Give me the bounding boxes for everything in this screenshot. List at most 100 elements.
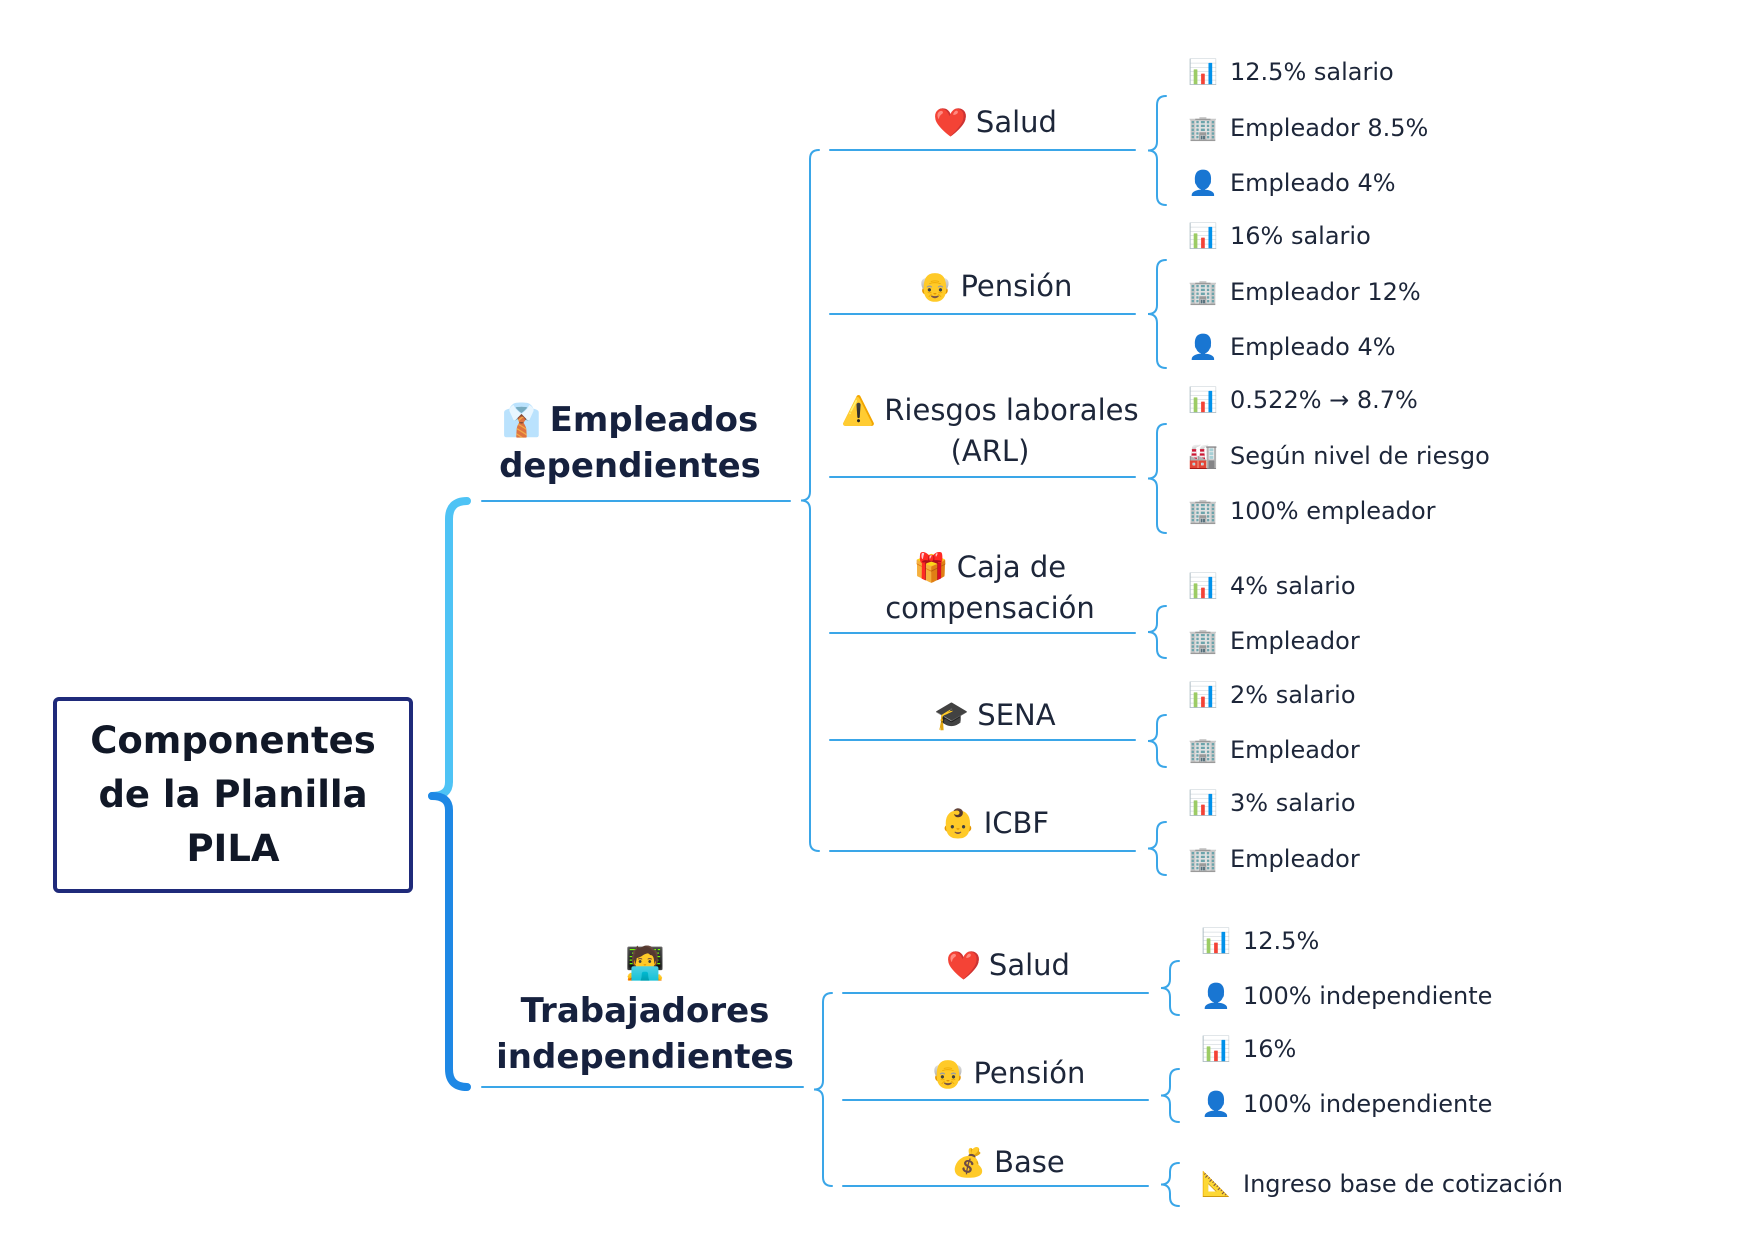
category-label: Trabajadores independientes — [496, 991, 794, 1077]
leaf-item[interactable]: 📐Ingreso base de cotización — [1201, 1168, 1563, 1200]
sub-label: SENA — [977, 698, 1056, 732]
leaf-item[interactable]: 👤Empleado 4% — [1188, 331, 1396, 363]
root-node[interactable]: Componentes de la Planilla PILA — [53, 697, 413, 893]
sub-node-pension[interactable]: 👴Pensión — [840, 266, 1150, 307]
leaf-item[interactable]: 🏢 Empleador — [1188, 625, 1360, 657]
leaf-text: 100% independiente — [1243, 1090, 1493, 1118]
subtopic-brace — [800, 149, 820, 852]
chart-icon: 📊 — [1188, 681, 1218, 709]
leaf-item[interactable]: 👤Empleado 4% — [1188, 167, 1396, 199]
chart-icon: 📊 — [1188, 222, 1218, 250]
sub-label: Pensión — [973, 1056, 1086, 1090]
factory-icon: 🏭 — [1188, 442, 1218, 470]
sub-node-base[interactable]: 💰Base — [853, 1142, 1163, 1183]
leaf-brace — [1147, 714, 1167, 768]
sub-node-salud-indep[interactable]: ❤️Salud — [853, 945, 1163, 986]
chart-icon: 📊 — [1188, 386, 1218, 414]
leaf-item[interactable]: 📊 3% salario — [1188, 787, 1356, 819]
leaf-item[interactable]: 🏭 Según nivel de riesgo — [1188, 440, 1490, 472]
chart-icon: 📊 — [1201, 1035, 1231, 1063]
leaf-brace — [1160, 960, 1180, 1016]
leaf-brace — [1147, 423, 1167, 534]
leaf-item[interactable]: 📊 4% salario — [1188, 570, 1356, 602]
person-icon: 👤 — [1201, 982, 1231, 1010]
baby-icon: 👶 — [940, 807, 976, 840]
laptop-worker-icon: 🧑‍💻 — [625, 944, 665, 982]
root-brace-top — [428, 497, 471, 800]
leaf-item[interactable]: 🏢 Empleador 12% — [1188, 276, 1421, 308]
leaf-item[interactable]: 📊 12.5% salario — [1188, 56, 1394, 88]
leaf-text: Empleador — [1230, 736, 1360, 764]
graduation-cap-icon: 🎓 — [934, 699, 970, 732]
leaf-text: 100% independiente — [1243, 982, 1493, 1010]
sub-label: Pensión — [960, 269, 1073, 303]
sub-label: Salud — [975, 105, 1057, 139]
subtopic-brace — [813, 992, 833, 1187]
leaf-text: Empleador — [1230, 627, 1360, 655]
leaf-item[interactable]: 🏢 Empleador — [1188, 734, 1360, 766]
leaf-text: Empleador 12% — [1230, 278, 1421, 306]
leaf-text: 0.522% → 8.7% — [1230, 386, 1418, 414]
leaf-brace — [1160, 1068, 1180, 1123]
sub-node-arl[interactable]: ⚠️Riesgos laborales (ARL) — [840, 390, 1140, 471]
leaf-text: Empleador 8.5% — [1230, 114, 1429, 142]
leaf-text: 16% salario — [1230, 222, 1371, 250]
sub-node-icbf[interactable]: 👶ICBF — [840, 803, 1150, 844]
leaf-item[interactable]: 👤 100% independiente — [1201, 1088, 1492, 1120]
warning-icon: ⚠️ — [841, 394, 877, 427]
leaf-text: Ingreso base de cotización — [1243, 1170, 1563, 1198]
leaf-brace — [1160, 1162, 1180, 1207]
building-icon: 🏢 — [1188, 736, 1218, 764]
sub-label: Caja de compensación — [885, 550, 1095, 625]
person-icon: 👤 — [1188, 333, 1218, 361]
suit-icon: 👔 — [501, 401, 542, 439]
heart-icon: ❤️ — [946, 949, 981, 982]
building-icon: 🏢 — [1188, 278, 1218, 306]
leaf-item[interactable]: 🏢 Empleador 8.5% — [1188, 112, 1428, 144]
chart-icon: 📊 — [1188, 572, 1218, 600]
sub-node-sena[interactable]: 🎓SENA — [840, 695, 1150, 736]
building-icon: 🏢 — [1188, 627, 1218, 655]
leaf-brace — [1147, 605, 1167, 659]
leaf-item[interactable]: 📊 16% — [1201, 1033, 1296, 1065]
chart-icon: 📊 — [1188, 789, 1218, 817]
leaf-item[interactable]: 🏢 100% empleador — [1188, 495, 1436, 527]
leaf-text: 12.5% — [1243, 927, 1320, 955]
elder-icon: 👴 — [930, 1057, 966, 1090]
chart-icon: 📊 — [1188, 58, 1218, 86]
leaf-item[interactable]: 👤 100% independiente — [1201, 980, 1492, 1012]
sub-label: Riesgos laborales (ARL) — [884, 393, 1139, 468]
person-icon: 👤 — [1201, 1090, 1231, 1118]
leaf-text: 100% empleador — [1230, 497, 1436, 525]
leaf-item[interactable]: 📊2% salario — [1188, 679, 1356, 711]
category-label: Empleados dependientes — [499, 400, 761, 486]
leaf-item[interactable]: 📊 0.522% → 8.7% — [1188, 384, 1418, 416]
leaf-brace — [1147, 259, 1167, 369]
root-brace-bottom — [428, 792, 471, 1091]
leaf-text: 16% — [1243, 1035, 1297, 1063]
category-node-independientes[interactable]: 🧑‍💻 Trabajadores independientes — [480, 940, 810, 1080]
money-bag-icon: 💰 — [951, 1146, 987, 1179]
chart-icon: 📊 — [1201, 927, 1231, 955]
building-icon: 🏢 — [1188, 845, 1218, 873]
leaf-item[interactable]: 📊 16% salario — [1188, 220, 1371, 252]
leaf-item[interactable]: 🏢 Empleador — [1188, 843, 1360, 875]
building-icon: 🏢 — [1188, 114, 1218, 142]
sub-node-salud[interactable]: ❤️Salud — [840, 102, 1150, 143]
sub-node-caja[interactable]: 🎁Caja de compensación — [840, 547, 1140, 628]
leaf-text: 12.5% salario — [1230, 58, 1394, 86]
person-icon: 👤 — [1188, 169, 1218, 197]
leaf-text: Empleador — [1230, 845, 1360, 873]
leaf-text: 4% salario — [1230, 572, 1356, 600]
leaf-brace — [1147, 95, 1167, 206]
leaf-text: 3% salario — [1230, 789, 1356, 817]
leaf-brace — [1147, 821, 1167, 876]
category-node-empleados[interactable]: 👔Empleados dependientes — [470, 397, 790, 489]
elder-icon: 👴 — [917, 270, 953, 303]
building-icon: 🏢 — [1188, 497, 1218, 525]
leaf-text: Según nivel de riesgo — [1230, 442, 1490, 470]
sub-node-pension-indep[interactable]: 👴Pensión — [853, 1053, 1163, 1094]
leaf-item[interactable]: 📊 12.5% — [1201, 925, 1319, 957]
